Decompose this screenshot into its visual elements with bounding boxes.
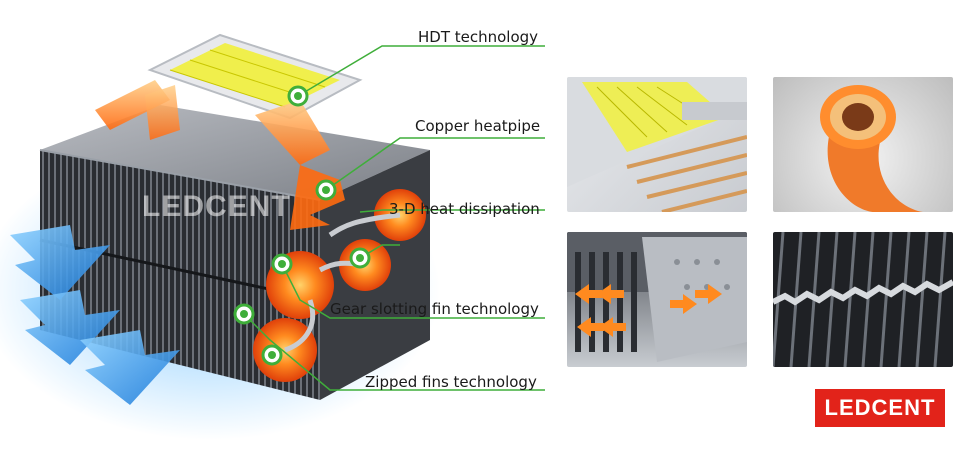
zipped-fins-image — [773, 232, 953, 367]
gear-slotting-image — [567, 232, 747, 362]
label-3d-heat-dissipation: 3-D heat dissipation — [389, 200, 540, 218]
panel-led-module — [567, 77, 747, 212]
heatpipe-section-image — [820, 85, 923, 212]
panel-copper-heatpipe — [773, 77, 953, 212]
panel-gear-slotting — [567, 232, 747, 367]
led-module-image — [567, 77, 747, 212]
label-hdt-technology: HDT technology — [418, 28, 539, 46]
label-copper-heatpipe: Copper heatpipe — [415, 117, 541, 135]
brand-logo: LEDCENT — [815, 389, 945, 427]
watermark-text: LEDCENT — [142, 190, 291, 223]
label-gear-slotting: Gear slotting fin technology — [330, 300, 539, 318]
label-zipped-fins: Zipped fins technology — [365, 373, 537, 391]
panel-zipped-fins — [773, 232, 953, 367]
heatsink-illustration — [0, 33, 545, 440]
